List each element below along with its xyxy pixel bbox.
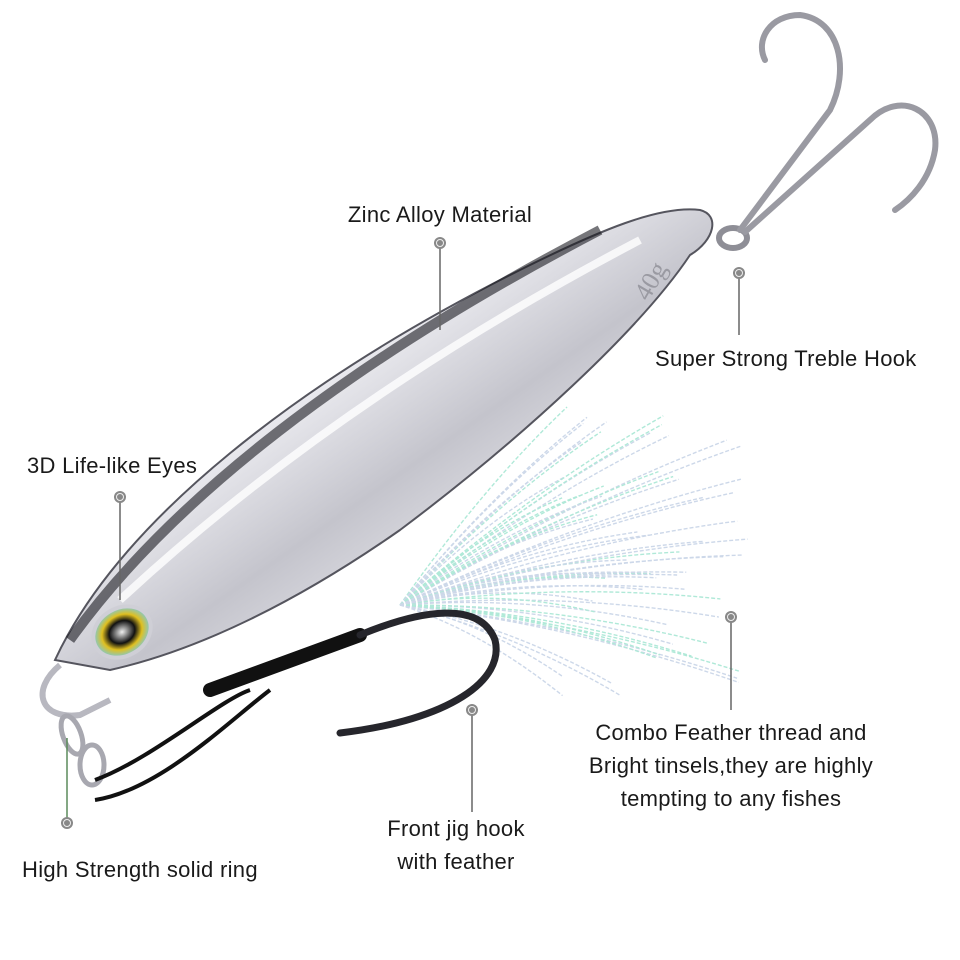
marker-dot bbox=[434, 237, 446, 249]
callout-jig-line: Front jig hook bbox=[336, 812, 576, 845]
marker-dot bbox=[114, 491, 126, 503]
marker-dot bbox=[733, 267, 745, 279]
callout-feather-line: Combo Feather thread and bbox=[531, 716, 931, 749]
callout-eyes: 3D Life-like Eyes bbox=[27, 449, 197, 482]
callout-feather-line: tempting to any fishes bbox=[531, 782, 931, 815]
callout-jig-hook: Front jig hook with feather bbox=[336, 812, 576, 878]
marker-dot bbox=[61, 817, 73, 829]
treble-hook bbox=[719, 15, 935, 248]
callout-solid-ring: High Strength solid ring bbox=[22, 853, 258, 886]
marker-dot bbox=[725, 611, 737, 623]
callout-treble-hook: Super Strong Treble Hook bbox=[655, 342, 917, 375]
callout-jig-line: with feather bbox=[336, 845, 576, 878]
callout-zinc-alloy: Zinc Alloy Material bbox=[290, 198, 590, 231]
tinsel-strand bbox=[400, 479, 743, 605]
callout-feather-line: Bright tinsels,they are highly bbox=[531, 749, 931, 782]
lure-body bbox=[55, 209, 712, 670]
marker-dot bbox=[466, 704, 478, 716]
callout-feather: Combo Feather thread and Bright tinsels,… bbox=[531, 716, 931, 815]
